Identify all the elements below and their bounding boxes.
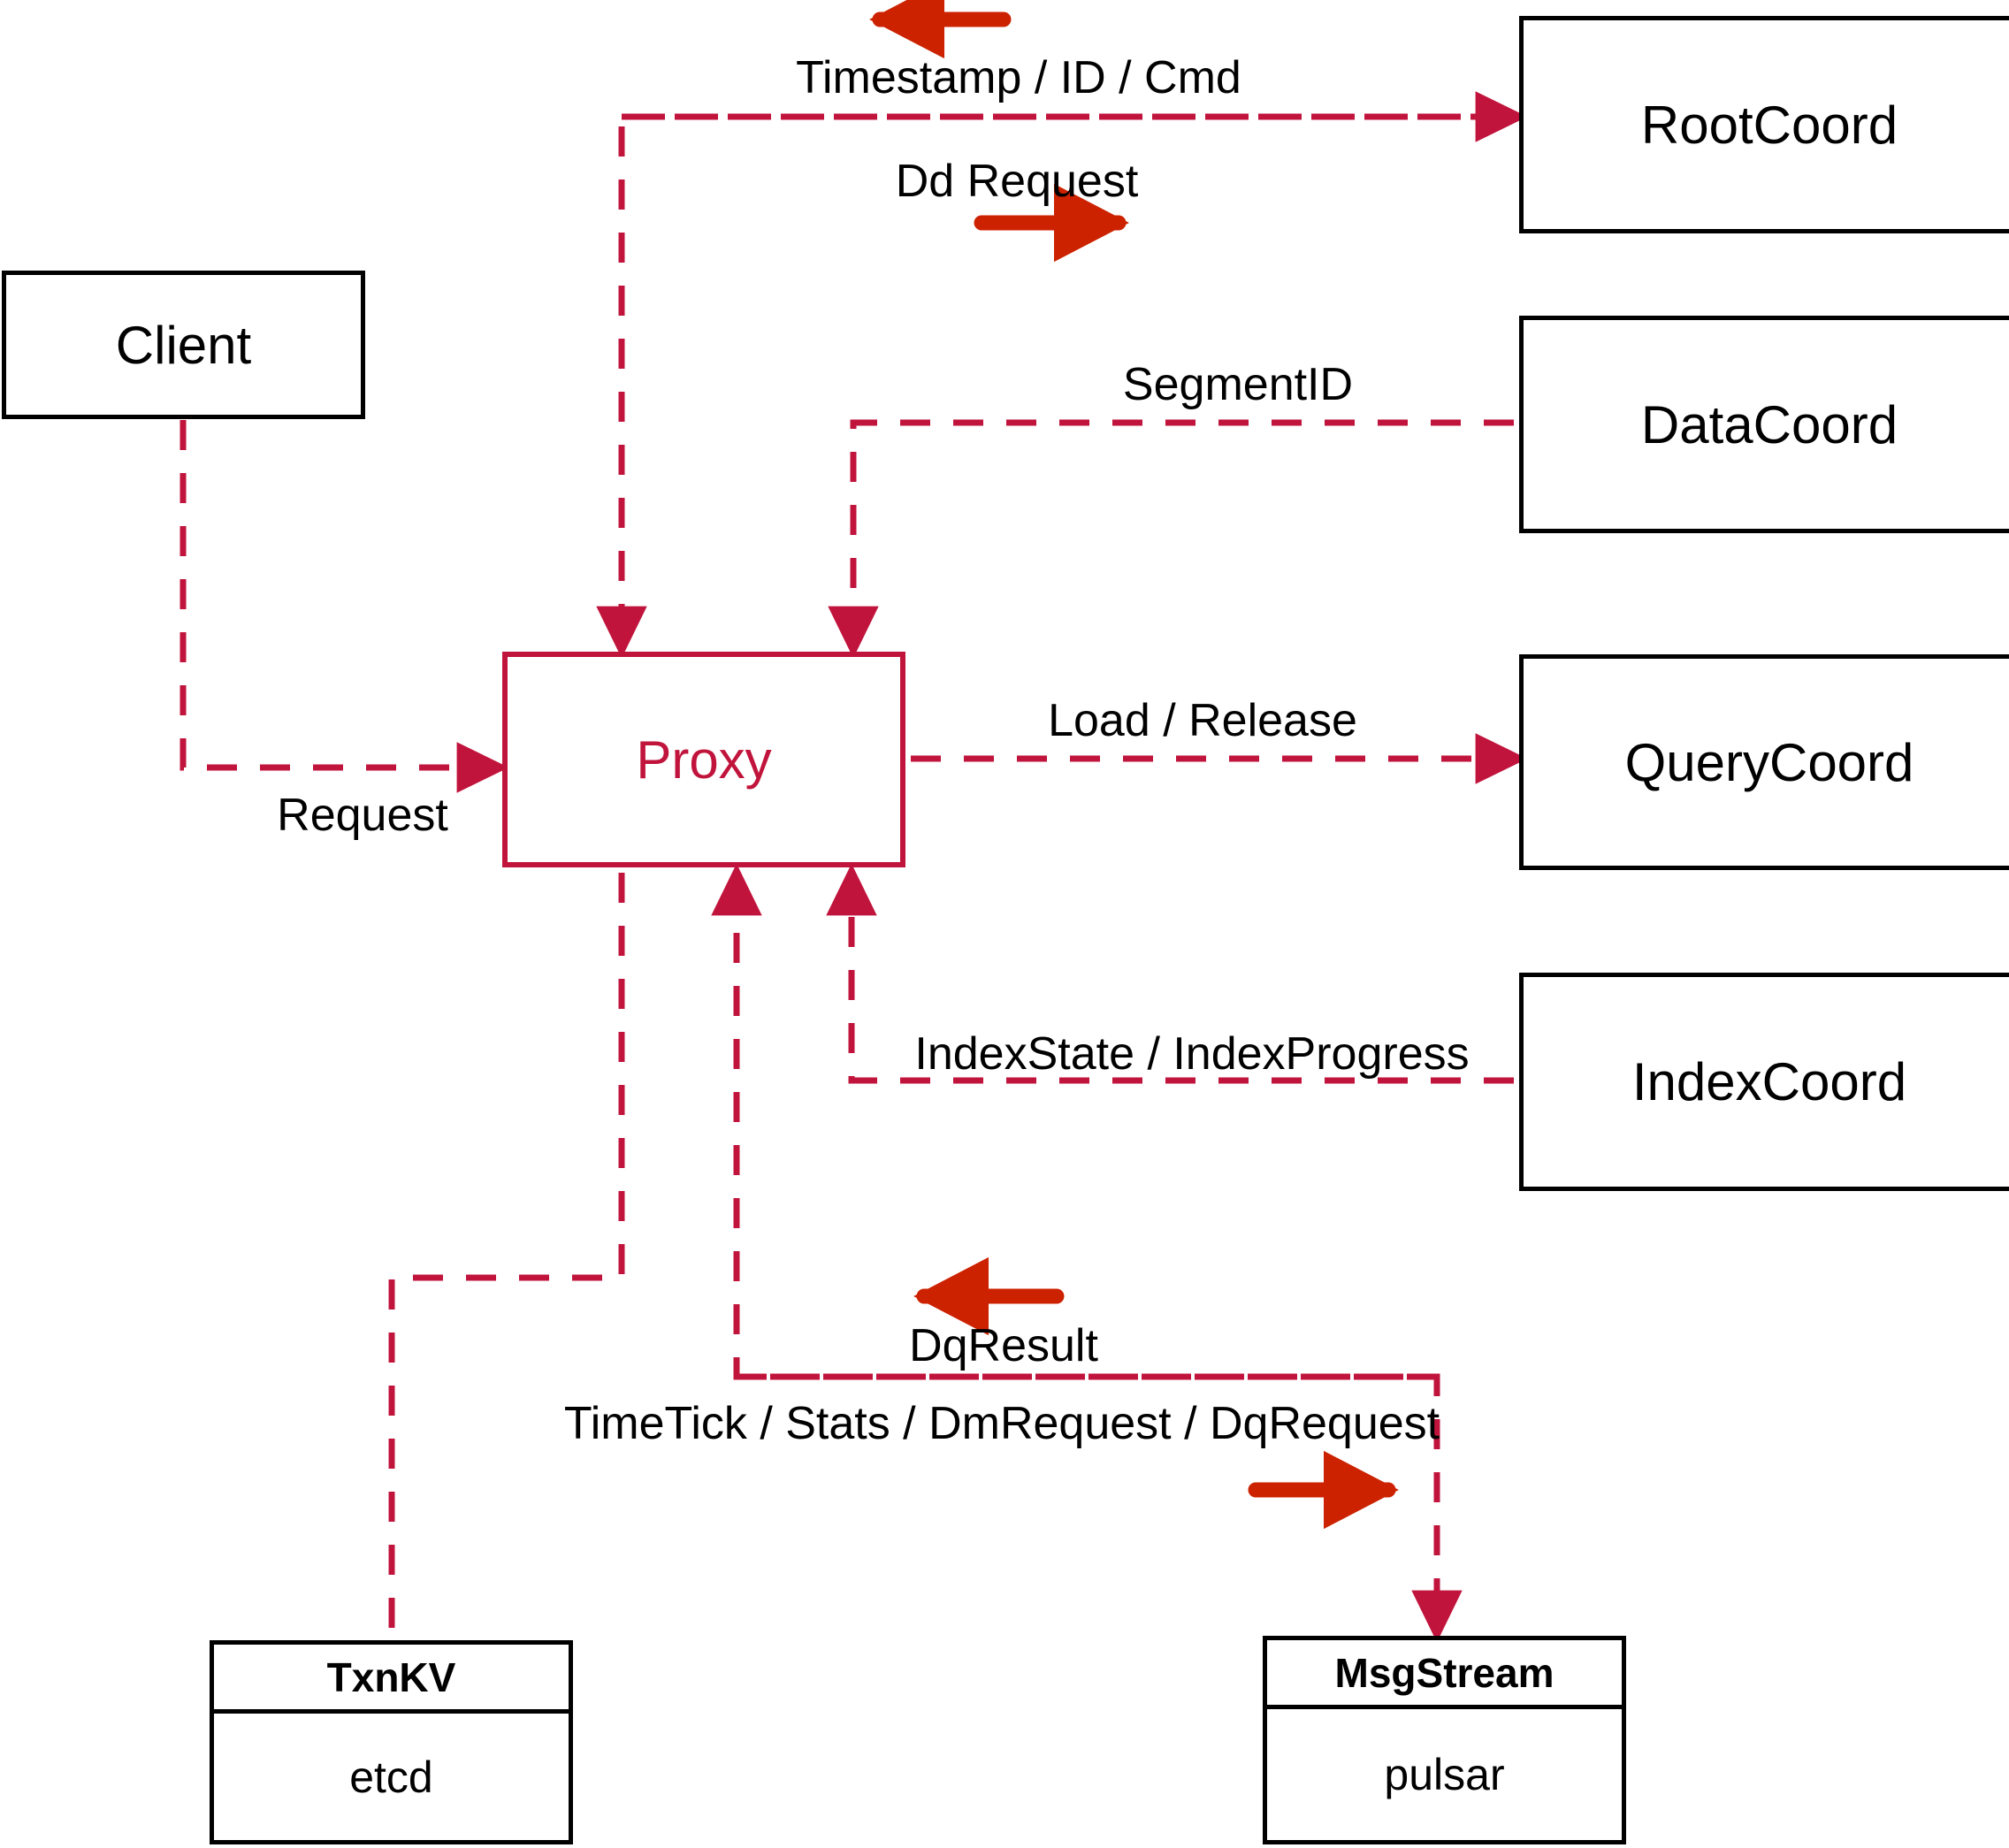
edge-label-dd-request: Dd Request <box>895 156 1139 207</box>
node-client-label: Client <box>115 315 252 375</box>
edge-label-load-release: Load / Release <box>1048 695 1357 746</box>
node-msgstream[interactable]: MsgStream pulsar <box>1263 1636 1626 1844</box>
node-querycoord[interactable]: QueryCoord <box>1519 654 2009 870</box>
edge-label-request: Request <box>277 790 448 841</box>
edge-label-indexstate-indexprogress: IndexState / IndexProgress <box>914 1028 1470 1080</box>
node-txnkv-label: TxnKV <box>214 1645 569 1714</box>
node-querycoord-label: QueryCoord <box>1624 732 1914 792</box>
node-proxy-label: Proxy <box>636 729 772 790</box>
node-indexcoord-label: IndexCoord <box>1631 1052 1907 1111</box>
wire-proxy-msgstream <box>737 1373 1463 1643</box>
wire-proxy-txnkv <box>388 873 625 1638</box>
node-msgstream-label: MsgStream <box>1267 1640 1622 1709</box>
node-rootcoord[interactable]: RootCoord <box>1519 16 2009 233</box>
node-txnkv-sublabel: etcd <box>349 1752 433 1802</box>
wire-msgstream-proxy <box>711 863 1437 1380</box>
node-datacoord-label: DataCoord <box>1640 394 1898 454</box>
edge-label-timestamp-id-cmd: Timestamp / ID / Cmd <box>796 52 1241 103</box>
node-datacoord[interactable]: DataCoord <box>1519 316 2009 533</box>
node-proxy[interactable]: Proxy <box>502 652 905 867</box>
wire-client-proxy <box>180 420 509 793</box>
node-rootcoord-label: RootCoord <box>1640 95 1898 155</box>
wire-datacoord-proxy <box>828 419 1514 659</box>
node-indexcoord[interactable]: IndexCoord <box>1519 973 2009 1191</box>
node-msgstream-sublabel: pulsar <box>1384 1750 1505 1799</box>
edge-label-timetick-stats-dmrequest-dqrequest: TimeTick / Stats / DmRequest / DqRequest <box>563 1398 1440 1449</box>
wire-rootcoord-proxy <box>596 113 1514 659</box>
node-txnkv[interactable]: TxnKV etcd <box>210 1640 573 1844</box>
wire-indexcoord-proxy <box>826 863 1514 1084</box>
edge-label-dqresult: DqResult <box>909 1320 1098 1371</box>
node-client[interactable]: Client <box>2 271 365 419</box>
edge-label-segmentid: SegmentID <box>1122 359 1354 410</box>
